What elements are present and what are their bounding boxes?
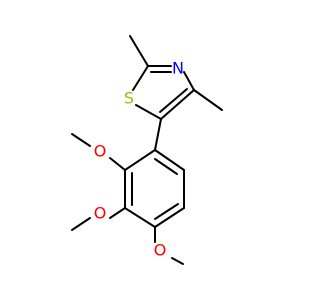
atom-oxygen-bottom: O <box>154 241 167 260</box>
bond-c4-c5-double <box>159 88 188 113</box>
bond-c4-c5 <box>160 89 195 120</box>
bond-methyl2-c2 <box>129 35 149 67</box>
bond-o-mid-methyl <box>71 217 91 231</box>
thiazole-ring <box>129 35 223 120</box>
methoxy-bonds <box>71 133 184 265</box>
bond-c5-s1 <box>135 104 162 120</box>
benzene-ring <box>124 118 185 228</box>
bond-c2-o-top <box>109 157 126 171</box>
atom-sulfur: S <box>124 89 134 108</box>
atom-oxygen-top: O <box>94 142 107 161</box>
structure-diagram: N S O O O <box>71 35 223 265</box>
bond-c4-methyl4 <box>193 89 223 111</box>
atom-nitrogen: N <box>172 59 184 78</box>
bond-c3-o-mid <box>109 207 126 219</box>
bond-o-top-methyl <box>71 133 91 147</box>
bond-o-bottom-methyl <box>171 257 184 265</box>
bond-n3-c4 <box>183 71 195 91</box>
bond-ring-c4-c5 <box>154 207 185 228</box>
atom-oxygen-mid: O <box>94 204 107 223</box>
bond-c5-c1prime <box>154 118 162 151</box>
bond-s1-c2 <box>132 65 149 91</box>
bond-ring-c1-c2 <box>124 149 156 171</box>
atom-labels: N S O O O <box>94 59 184 260</box>
bond-ring-c3-c4 <box>124 207 156 228</box>
bond-ring-c6-c1-inner <box>154 158 178 175</box>
bond-ring-c6-c1 <box>154 149 185 171</box>
bond-ring-c4-c5-inner <box>154 203 179 220</box>
